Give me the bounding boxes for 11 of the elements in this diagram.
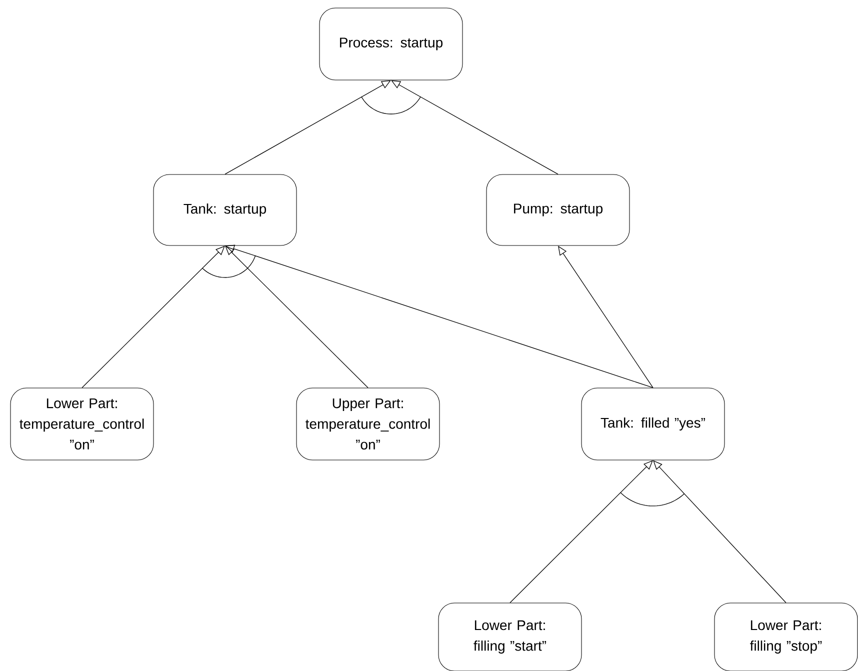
state-box: Lower Part: filling ”start” [438, 602, 582, 671]
state-box: Tank: startup [153, 174, 297, 246]
state-box: Pump: startup [486, 174, 630, 246]
state-box: Lower Part: filling ”stop” [714, 602, 858, 671]
arrow [391, 80, 558, 175]
arrow [225, 244, 654, 388]
state-box: Process: startup [319, 8, 463, 80]
state-box: Upper Part: temperature_control ”on” [296, 388, 440, 460]
state-box: Lower Part: temperature_control ”on” [10, 388, 154, 460]
arrow [224, 80, 391, 175]
state-box: Tank: filled ”yes” [581, 388, 725, 460]
